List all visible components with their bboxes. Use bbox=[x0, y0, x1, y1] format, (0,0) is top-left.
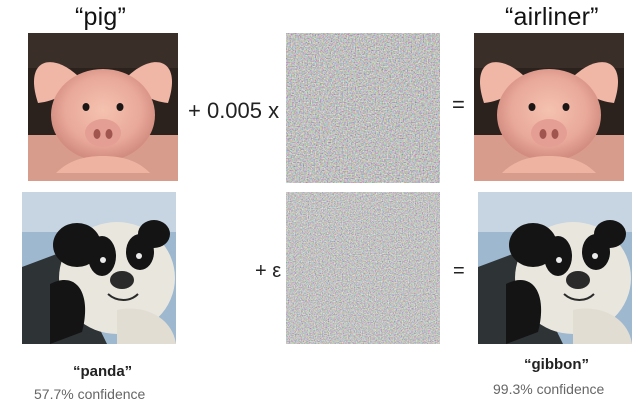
operator-equals-1: = bbox=[452, 92, 465, 117]
label-gibbon: “gibbon” bbox=[524, 356, 589, 373]
label-panda: “panda” bbox=[73, 363, 133, 380]
panda-image bbox=[22, 192, 176, 344]
confidence-gibbon: 99.3% confidence bbox=[493, 381, 605, 397]
operator-equals-2: = bbox=[453, 260, 465, 282]
noise-image-1 bbox=[286, 33, 440, 183]
noise-image-2 bbox=[286, 192, 440, 344]
operator-plus-0005: + 0.005 x bbox=[188, 98, 280, 123]
pig-image-perturbed bbox=[474, 33, 624, 181]
pig-image bbox=[28, 33, 178, 181]
panda-image-perturbed bbox=[478, 192, 632, 344]
label-pig: “pig” bbox=[75, 3, 127, 31]
operator-plus-epsilon: + ε bbox=[255, 260, 282, 282]
label-airliner: “airliner” bbox=[505, 3, 599, 31]
confidence-panda: 57.7% confidence bbox=[34, 386, 146, 402]
